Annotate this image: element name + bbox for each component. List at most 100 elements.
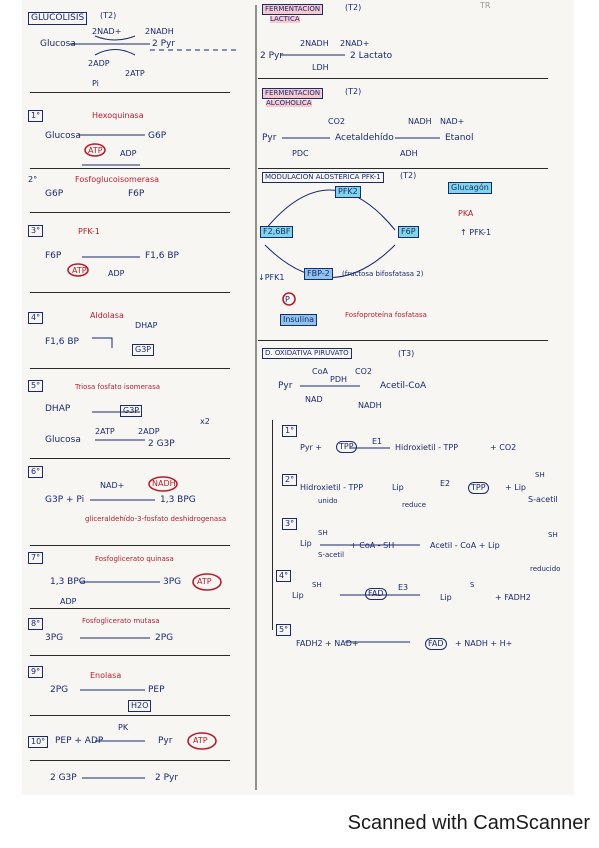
hormone-box: Glucagón [448, 182, 492, 194]
enzyme-label: PDC [292, 149, 309, 158]
product: Hidroxietil - TPP [395, 443, 459, 452]
multiplier: x2 [200, 417, 210, 426]
divider [258, 78, 548, 79]
product: F1,6 BP [145, 251, 179, 261]
cofactor: TPP [468, 482, 489, 494]
step-number: 3° [282, 518, 298, 530]
substrate: DHAP [45, 404, 71, 414]
divider [30, 760, 230, 761]
group-label: SH [312, 581, 322, 589]
tag: (T2) [345, 87, 362, 96]
substrate: G3P + Pi [45, 495, 85, 505]
product: FAD [425, 638, 447, 650]
group-label: S-acetil [318, 551, 345, 559]
scanner-watermark: Scanned with CamScanner [347, 812, 590, 834]
step-number: 4° [28, 312, 44, 324]
arrow [94, 35, 136, 41]
substrate: Pyr [262, 133, 277, 143]
divider [30, 545, 230, 546]
enzyme-label: LDH [312, 63, 329, 72]
cofactor: 2ADP [138, 427, 160, 436]
cofactor: NAD+ [100, 481, 125, 490]
step-number: 5° [28, 380, 44, 392]
product: S-acetil [528, 495, 558, 504]
cofactor: FAD [365, 588, 387, 600]
enzyme-label: gliceraldehído-3-fosfato deshidrogenasa [85, 515, 227, 523]
section-title-piruvato: D. OXIDATIVA PIRUVATO [262, 348, 352, 359]
product: 2 G3P [148, 439, 175, 449]
enzyme-label: Fosfoglicerato mutasa [82, 617, 160, 625]
cofactor: ADP [108, 269, 125, 278]
product: 2 Lactato [350, 51, 393, 61]
divider [30, 168, 230, 169]
enzyme-label: Triosa fosfato isomerasa [75, 383, 161, 391]
step-number: 1° [282, 425, 298, 437]
step-number: 4° [276, 570, 292, 582]
enzyme-label: Fosfoproteína fosfatasa [345, 311, 427, 319]
divider [258, 340, 548, 341]
cofactor: 2NAD+ [92, 27, 122, 36]
step-number: 7° [28, 552, 44, 564]
phosphate-label: P [285, 295, 290, 304]
substrate: PEP + ADP [55, 736, 104, 746]
bracket-line [272, 420, 273, 630]
step-number: 8° [28, 618, 44, 630]
byproduct: CO2 [355, 367, 372, 376]
divider [30, 715, 230, 716]
kinase-label: PKA [458, 209, 474, 218]
substrate: Hidroxietil - TPP [300, 483, 364, 492]
product: + NADH + H+ [455, 639, 513, 648]
step-number: 6° [28, 466, 44, 478]
substrate: F1,6 BP [45, 337, 79, 347]
divider [30, 92, 230, 93]
byproduct: CO2 [328, 117, 345, 126]
step-number: 9° [28, 666, 44, 678]
cofactor: ATP [197, 577, 212, 586]
enzyme-label: Aldolasa [90, 311, 124, 320]
enzyme-label: Fosfoglicerato quinasa [95, 555, 174, 563]
group-label: SH [535, 471, 545, 479]
step-number: 3° [28, 225, 44, 237]
cofactor: ATP [193, 736, 208, 745]
section-title-alosterica: MODULACION ALOSTERICA PFK-1 [262, 172, 384, 183]
product: Lip [440, 593, 452, 602]
cofactor: 2ATP [125, 69, 145, 78]
substrate: Glucosa [45, 435, 81, 445]
product: Pyr [158, 736, 173, 746]
group-label: S [470, 581, 475, 589]
enzyme-box: FBP-2 [304, 268, 333, 280]
cofactor: ADP [120, 149, 137, 158]
section-subtitle: ALCOHOLICA [266, 99, 312, 107]
enzyme-note: (fructosa bifosfatasa 2) [342, 270, 424, 278]
enzyme-label: E3 [398, 583, 409, 592]
enzyme-label: Enolasa [90, 671, 122, 680]
cofactor: ADP [60, 597, 77, 606]
step-number: 1° [28, 110, 44, 122]
divider [30, 458, 230, 459]
product: Acetil - CoA + Lip [430, 541, 500, 550]
tag: (T3) [398, 349, 415, 358]
cofactor: 2ADP [88, 59, 110, 68]
product: PEP [148, 685, 165, 695]
step-number: 10° [28, 736, 49, 748]
enzyme-label: Hexoquinasa [92, 111, 144, 120]
byproduct: H2O [128, 700, 152, 712]
substrate: 3PG [45, 633, 64, 643]
cofactor: ATP [72, 266, 87, 275]
substrate: F6P [45, 251, 62, 261]
substrate: + NAD+ [325, 639, 359, 648]
enzyme-label: PK [118, 723, 129, 732]
product: G3P [120, 405, 143, 417]
hormone-box: Insulina [280, 314, 318, 326]
substrate: + CoA - SH [350, 541, 395, 550]
substrate: Glucosa [40, 39, 76, 49]
substrate: 1,3 BPG [50, 577, 86, 587]
divider [30, 292, 230, 293]
section-title-lactica: FERMENTACION [262, 4, 324, 15]
product: + FADH2 [495, 593, 531, 602]
divider [258, 168, 548, 169]
enzyme-label: E2 [440, 479, 451, 488]
cofactor: NADH [408, 117, 432, 126]
product: Etanol [445, 133, 474, 143]
substrate: 2PG [50, 685, 69, 695]
